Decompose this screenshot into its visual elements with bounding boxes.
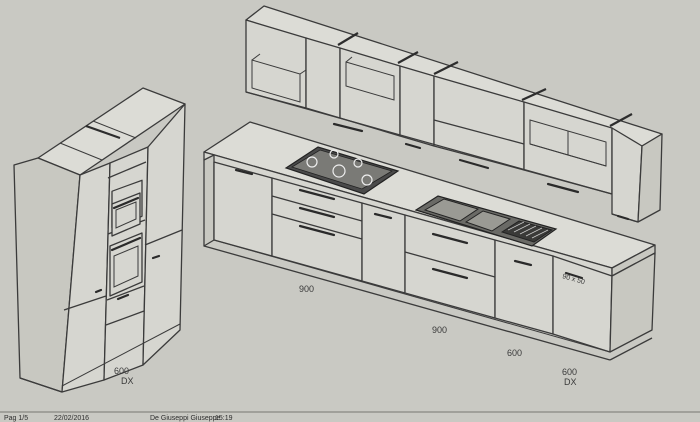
double-sink [414, 195, 558, 247]
burner-icon [361, 174, 373, 186]
oven-lower-door [109, 232, 143, 297]
footer-time: 15:19 [215, 415, 233, 422]
sink-bowl-left [423, 198, 480, 222]
dim-tall-unit-side: DX [121, 376, 134, 386]
base-right-end-panel [609, 252, 656, 353]
footer-date: 22/02/2016 [54, 415, 89, 422]
dim-base-section-3: 600 [507, 348, 522, 358]
base-door-1 [213, 161, 273, 257]
wall-cabinets-run [245, 5, 663, 223]
dim-base-section-4-side: DX [564, 377, 577, 387]
burner-icon [353, 158, 363, 168]
tall-unit-door-right [142, 103, 186, 366]
dim-base-section-4: 600 [562, 367, 577, 377]
burner-icon [332, 164, 346, 178]
footer-page: Pag 1/5 [4, 415, 28, 422]
gas-hob [284, 146, 400, 195]
oven-upper-door [111, 192, 141, 237]
drawing-footer: Pag 1/5 22/02/2016 De Giuseppi Giuseppe … [0, 411, 700, 422]
wall-right-end-panel [637, 133, 663, 223]
footer-designer: De Giuseppi Giuseppe [150, 415, 221, 422]
base-door-3 [494, 239, 554, 335]
burner-icon [329, 149, 339, 159]
dim-base-section-1: 900 [299, 284, 314, 294]
burner-icon [306, 156, 318, 168]
dim-tall-unit-width: 600 [114, 366, 129, 376]
base-left-end-panel [203, 154, 215, 247]
sink-bowl-right [464, 210, 512, 232]
sink-drainer [500, 220, 554, 243]
wall-door-1 [305, 37, 341, 119]
tall-column-unit [13, 87, 186, 393]
dim-base-section-2: 900 [432, 325, 447, 335]
wall-door-2 [399, 65, 435, 147]
